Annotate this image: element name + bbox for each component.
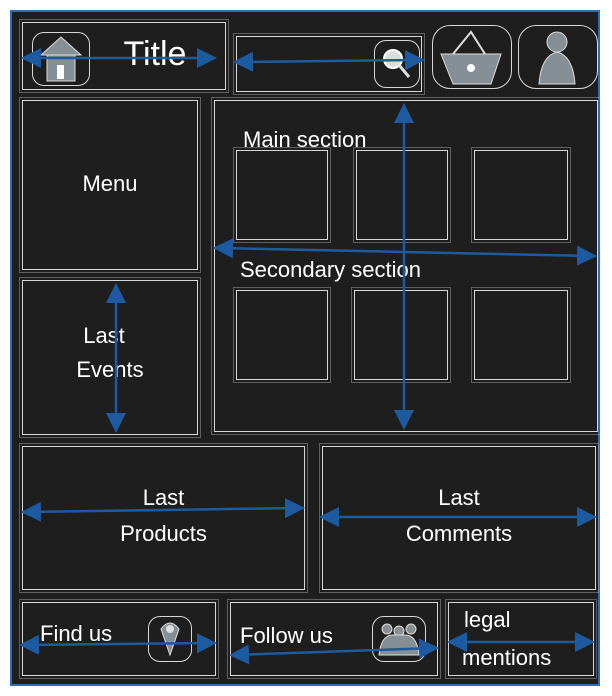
legal-label-2: mentions [462,645,552,670]
main-section-label: Main section [243,127,367,152]
main-item[interactable] [233,147,331,243]
last-comments-box [319,443,599,593]
main-item[interactable] [353,147,451,243]
last-products-box [19,443,308,593]
map-pin-icon [148,616,192,662]
last-products-label-1: Last [142,485,185,510]
last-products-label-2: Products [120,521,207,546]
home-icon[interactable] [32,32,90,86]
secondary-item[interactable] [233,287,331,383]
page-title: Title [123,35,187,73]
basket-icon[interactable] [432,25,512,89]
last-events-box [19,277,201,438]
last-events-label-2: Events [76,357,144,382]
secondary-item[interactable] [471,287,571,383]
follow-us-label: Follow us [240,623,333,648]
search-icon[interactable] [374,40,420,88]
user-icon[interactable] [518,25,598,89]
main-section-box [211,97,601,435]
secondary-item[interactable] [351,287,451,383]
menu-box[interactable] [19,97,201,273]
last-events-label-1: Last [83,323,125,348]
legal-label-1: legal [464,607,511,632]
last-comments-label-1: Last [438,485,480,510]
last-comments-label-2: Comments [405,521,513,546]
main-item[interactable] [471,147,571,243]
secondary-section-label: Secondary section [240,257,421,282]
people-icon [372,616,426,662]
menu-label: Menu [82,171,138,196]
find-us-label: Find us [40,621,113,646]
